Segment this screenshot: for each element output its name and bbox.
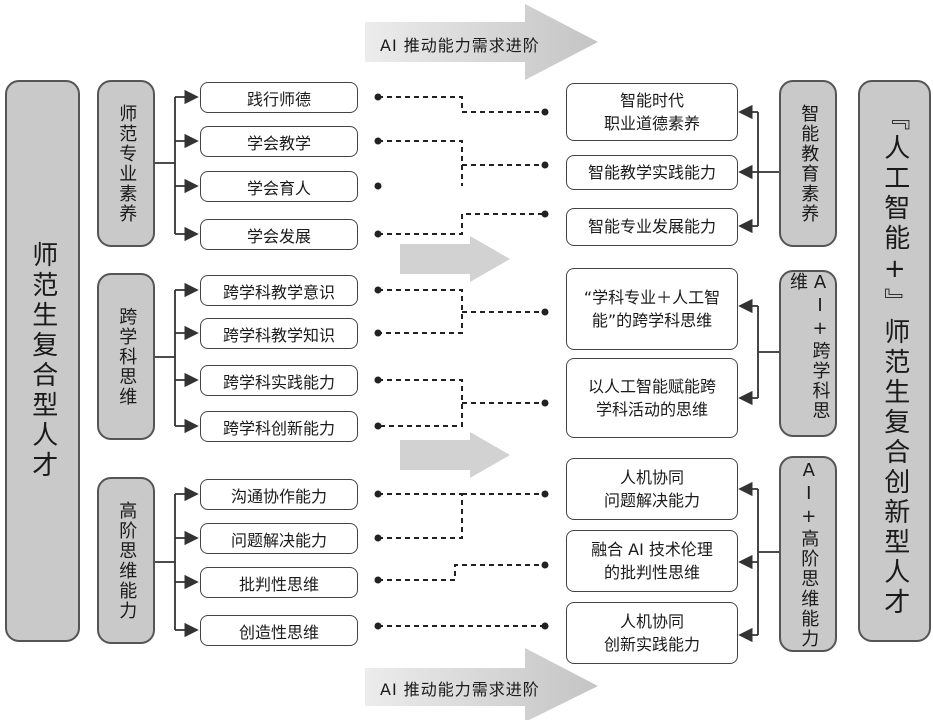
right-group-pill-3: AI+高阶思维能力 xyxy=(779,456,837,652)
left-item: 学会发展 xyxy=(200,219,358,250)
left-item: 跨学科实践能力 xyxy=(200,365,358,396)
left-group-pill-1: 师范专业素养 xyxy=(97,80,155,247)
left-item: 跨学科创新能力 xyxy=(200,411,358,442)
right-item: 智能教学实践能力 xyxy=(566,155,738,190)
right-item-line: 智能专业发展能力 xyxy=(587,217,716,237)
top-banner-label: AI 推动能力需求进阶 xyxy=(380,36,540,55)
left-item-label: 创造性思维 xyxy=(238,622,319,642)
left-item: 学会育人 xyxy=(200,171,358,202)
right-item-line: 人机协同 xyxy=(619,611,684,631)
right-group-pill-1: 智能教育素养 xyxy=(779,80,837,247)
left-bracket-1 xyxy=(155,89,199,242)
mid-arrow-1 xyxy=(400,236,510,282)
right-main-label: 『人工智能+』师范生复合创新型人才 xyxy=(879,104,910,618)
right-item-line: 智能教学实践能力 xyxy=(587,162,716,182)
left-item: 践行师德 xyxy=(200,82,358,113)
left-group-label: 跨学科思维 xyxy=(116,306,138,407)
dashed-connectors xyxy=(378,96,545,627)
mid-arrow-2 xyxy=(400,432,510,478)
left-item-label: 学会发展 xyxy=(246,226,311,246)
right-item: 人机协同 创新实践能力 xyxy=(566,602,738,664)
left-item-label: 学会育人 xyxy=(246,178,311,198)
right-item-line: “学科专业＋人工智 xyxy=(583,287,721,307)
connector-dots xyxy=(374,93,549,630)
right-bracket-3 xyxy=(738,481,779,643)
left-item-label: 问题解决能力 xyxy=(230,530,327,550)
left-item: 沟通协作能力 xyxy=(200,479,358,510)
right-item-line: 创新实践能力 xyxy=(603,635,700,654)
left-item-label: 跨学科教学意识 xyxy=(222,282,335,302)
right-group-label: AI+跨学科思维 xyxy=(787,272,831,421)
right-group-pill-2: AI+跨学科思维 xyxy=(779,270,837,437)
left-main-label: 师范生复合型人才 xyxy=(27,241,58,481)
left-group-pill-3: 高阶思维能力 xyxy=(97,477,155,644)
left-item-label: 跨学科创新能力 xyxy=(222,418,335,438)
right-group-label: 智能教育素养 xyxy=(798,103,820,224)
right-group-label: AI+高阶思维能力 xyxy=(798,459,820,649)
left-item-label: 学会教学 xyxy=(246,133,311,153)
right-item: “学科专业＋人工智 能”的跨学科思维 xyxy=(566,268,738,350)
left-item: 问题解决能力 xyxy=(200,523,358,554)
right-item: 以人工智能赋能跨 学科活动的思维 xyxy=(566,358,738,438)
left-group-label: 高阶思维能力 xyxy=(116,500,138,621)
right-item-line: 融合 AI 技术伦理 xyxy=(591,539,713,559)
right-item-line: 能”的跨学科思维 xyxy=(591,311,713,330)
left-bracket-2 xyxy=(155,282,199,434)
right-item: 融合 AI 技术伦理 的批判性思维 xyxy=(566,530,738,592)
right-item-line: 人机协同 xyxy=(619,467,684,487)
bottom-progress-arrow xyxy=(365,648,598,720)
left-item-label: 跨学科实践能力 xyxy=(222,372,335,392)
left-item: 跨学科教学意识 xyxy=(200,275,358,306)
right-item-line: 的批判性思维 xyxy=(603,563,700,582)
right-item: 智能专业发展能力 xyxy=(566,208,738,246)
bottom-banner-label: AI 推动能力需求进阶 xyxy=(380,680,540,699)
left-item: 创造性思维 xyxy=(200,615,358,646)
left-item-label: 沟通协作能力 xyxy=(230,486,327,506)
right-main-pill: 『人工智能+』师范生复合创新型人才 xyxy=(858,80,931,642)
right-item: 智能时代 职业道德素养 xyxy=(566,83,738,141)
left-item: 跨学科教学知识 xyxy=(200,318,358,349)
left-bracket-3 xyxy=(155,486,199,638)
top-progress-arrow xyxy=(365,4,598,80)
left-item: 批判性思维 xyxy=(200,567,358,598)
right-item-line: 以人工智能赋能跨 xyxy=(587,376,716,396)
left-main-pill: 师范生复合型人才 xyxy=(5,80,80,642)
right-bracket-1 xyxy=(738,104,779,234)
right-item-line: 智能时代 xyxy=(619,90,684,110)
right-bracket-2 xyxy=(738,298,779,406)
left-group-pill-2: 跨学科思维 xyxy=(97,273,155,440)
left-item-label: 批判性思维 xyxy=(238,574,319,594)
left-item: 学会教学 xyxy=(200,126,358,157)
right-item-line: 问题解决能力 xyxy=(603,491,700,510)
right-item-line: 学科活动的思维 xyxy=(595,400,708,419)
right-item: 人机协同 问题解决能力 xyxy=(566,458,738,520)
right-item-line: 职业道德素养 xyxy=(603,114,700,133)
left-item-label: 践行师德 xyxy=(246,89,311,109)
left-item-label: 跨学科教学知识 xyxy=(222,325,335,345)
left-group-label: 师范专业素养 xyxy=(116,103,138,224)
